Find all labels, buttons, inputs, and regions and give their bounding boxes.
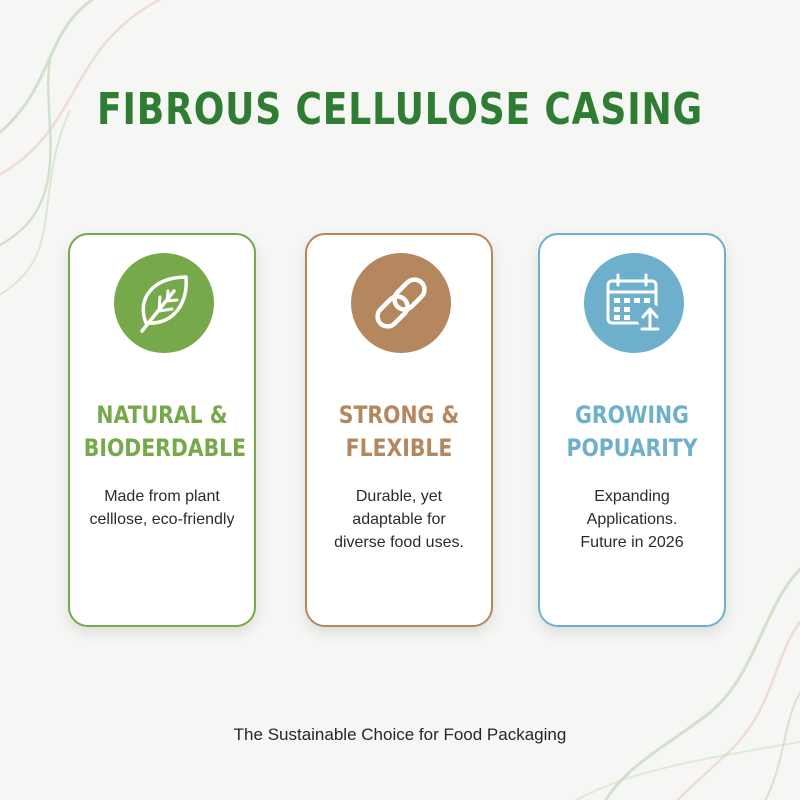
card-description: Made from plant celllose, eco-friendly — [89, 488, 235, 528]
link-icon — [351, 253, 451, 353]
card-description: Expanding Applications. Future in 2026 — [580, 488, 684, 551]
footer-tagline: The Sustainable Choice for Food Packagin… — [233, 725, 567, 744]
card-title: NATURAL & BIODERDABLE — [83, 401, 247, 462]
card-title: STRONG & FLEXIBLE — [338, 401, 460, 462]
card-description: Durable, yet adaptable for diverse food … — [334, 488, 464, 551]
page-title: FIBROUS CELLULOSE CASING — [97, 84, 703, 135]
leaf-icon — [114, 253, 214, 353]
calendar-growth-icon — [584, 253, 684, 353]
feature-card-growing: GROWING POPUARITY Expanding Applications… — [538, 233, 726, 627]
feature-card-strong: STRONG & FLEXIBLE Durable, yet adaptable… — [305, 233, 493, 627]
feature-card-natural: NATURAL & BIODERDABLE Made from plant ce… — [68, 233, 256, 627]
card-title: GROWING POPUARITY — [566, 401, 698, 462]
